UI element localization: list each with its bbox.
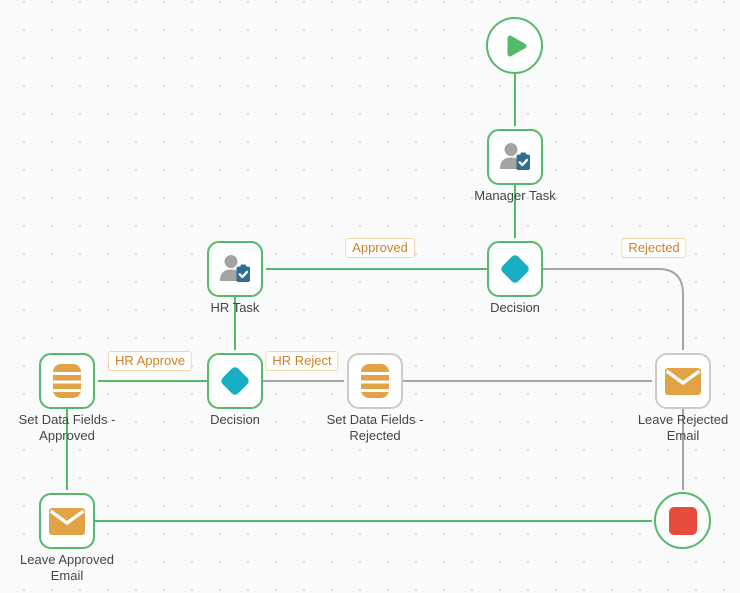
node-manager-task[interactable] bbox=[487, 129, 543, 185]
edge-label-hr-reject[interactable]: HR Reject bbox=[265, 351, 339, 371]
edge-label-approved[interactable]: Approved bbox=[345, 238, 415, 258]
node-end-event[interactable] bbox=[654, 492, 711, 549]
node-label-leave-approved-email: Leave Approved Email bbox=[20, 552, 114, 583]
node-hr-task[interactable] bbox=[207, 241, 263, 297]
data-fields-icon bbox=[361, 364, 389, 398]
user-task-icon bbox=[217, 251, 253, 287]
node-label-decision-1: Decision bbox=[490, 300, 540, 315]
node-start-event[interactable] bbox=[486, 17, 543, 74]
edge-label-hr-approve[interactable]: HR Approve bbox=[107, 351, 193, 371]
node-label-manager-task: Manager Task bbox=[474, 188, 556, 203]
node-label-hr-task: HR Task bbox=[210, 300, 260, 315]
data-fields-icon bbox=[53, 364, 81, 398]
node-decision-2[interactable] bbox=[207, 353, 263, 409]
node-label-set-data-fields-rejected: Set Data Fields - Rejected bbox=[326, 412, 424, 443]
node-decision-1[interactable] bbox=[487, 241, 543, 297]
envelope-icon bbox=[49, 507, 85, 535]
node-label-decision-2: Decision bbox=[210, 412, 260, 427]
node-label-leave-rejected-email: Leave Rejected Email bbox=[637, 412, 729, 443]
node-leave-approved-email[interactable] bbox=[39, 493, 95, 549]
play-icon bbox=[499, 30, 531, 62]
envelope-icon bbox=[665, 367, 701, 395]
diamond-icon bbox=[215, 361, 255, 401]
node-label-set-data-fields-approved: Set Data Fields - Approved bbox=[18, 412, 116, 443]
node-set-data-fields-rejected[interactable] bbox=[347, 353, 403, 409]
edge-label-rejected[interactable]: Rejected bbox=[621, 238, 687, 258]
stop-icon bbox=[668, 506, 697, 535]
user-task-icon bbox=[497, 139, 533, 175]
node-set-data-fields-approved[interactable] bbox=[39, 353, 95, 409]
node-leave-rejected-email[interactable] bbox=[655, 353, 711, 409]
diamond-icon bbox=[495, 249, 535, 289]
